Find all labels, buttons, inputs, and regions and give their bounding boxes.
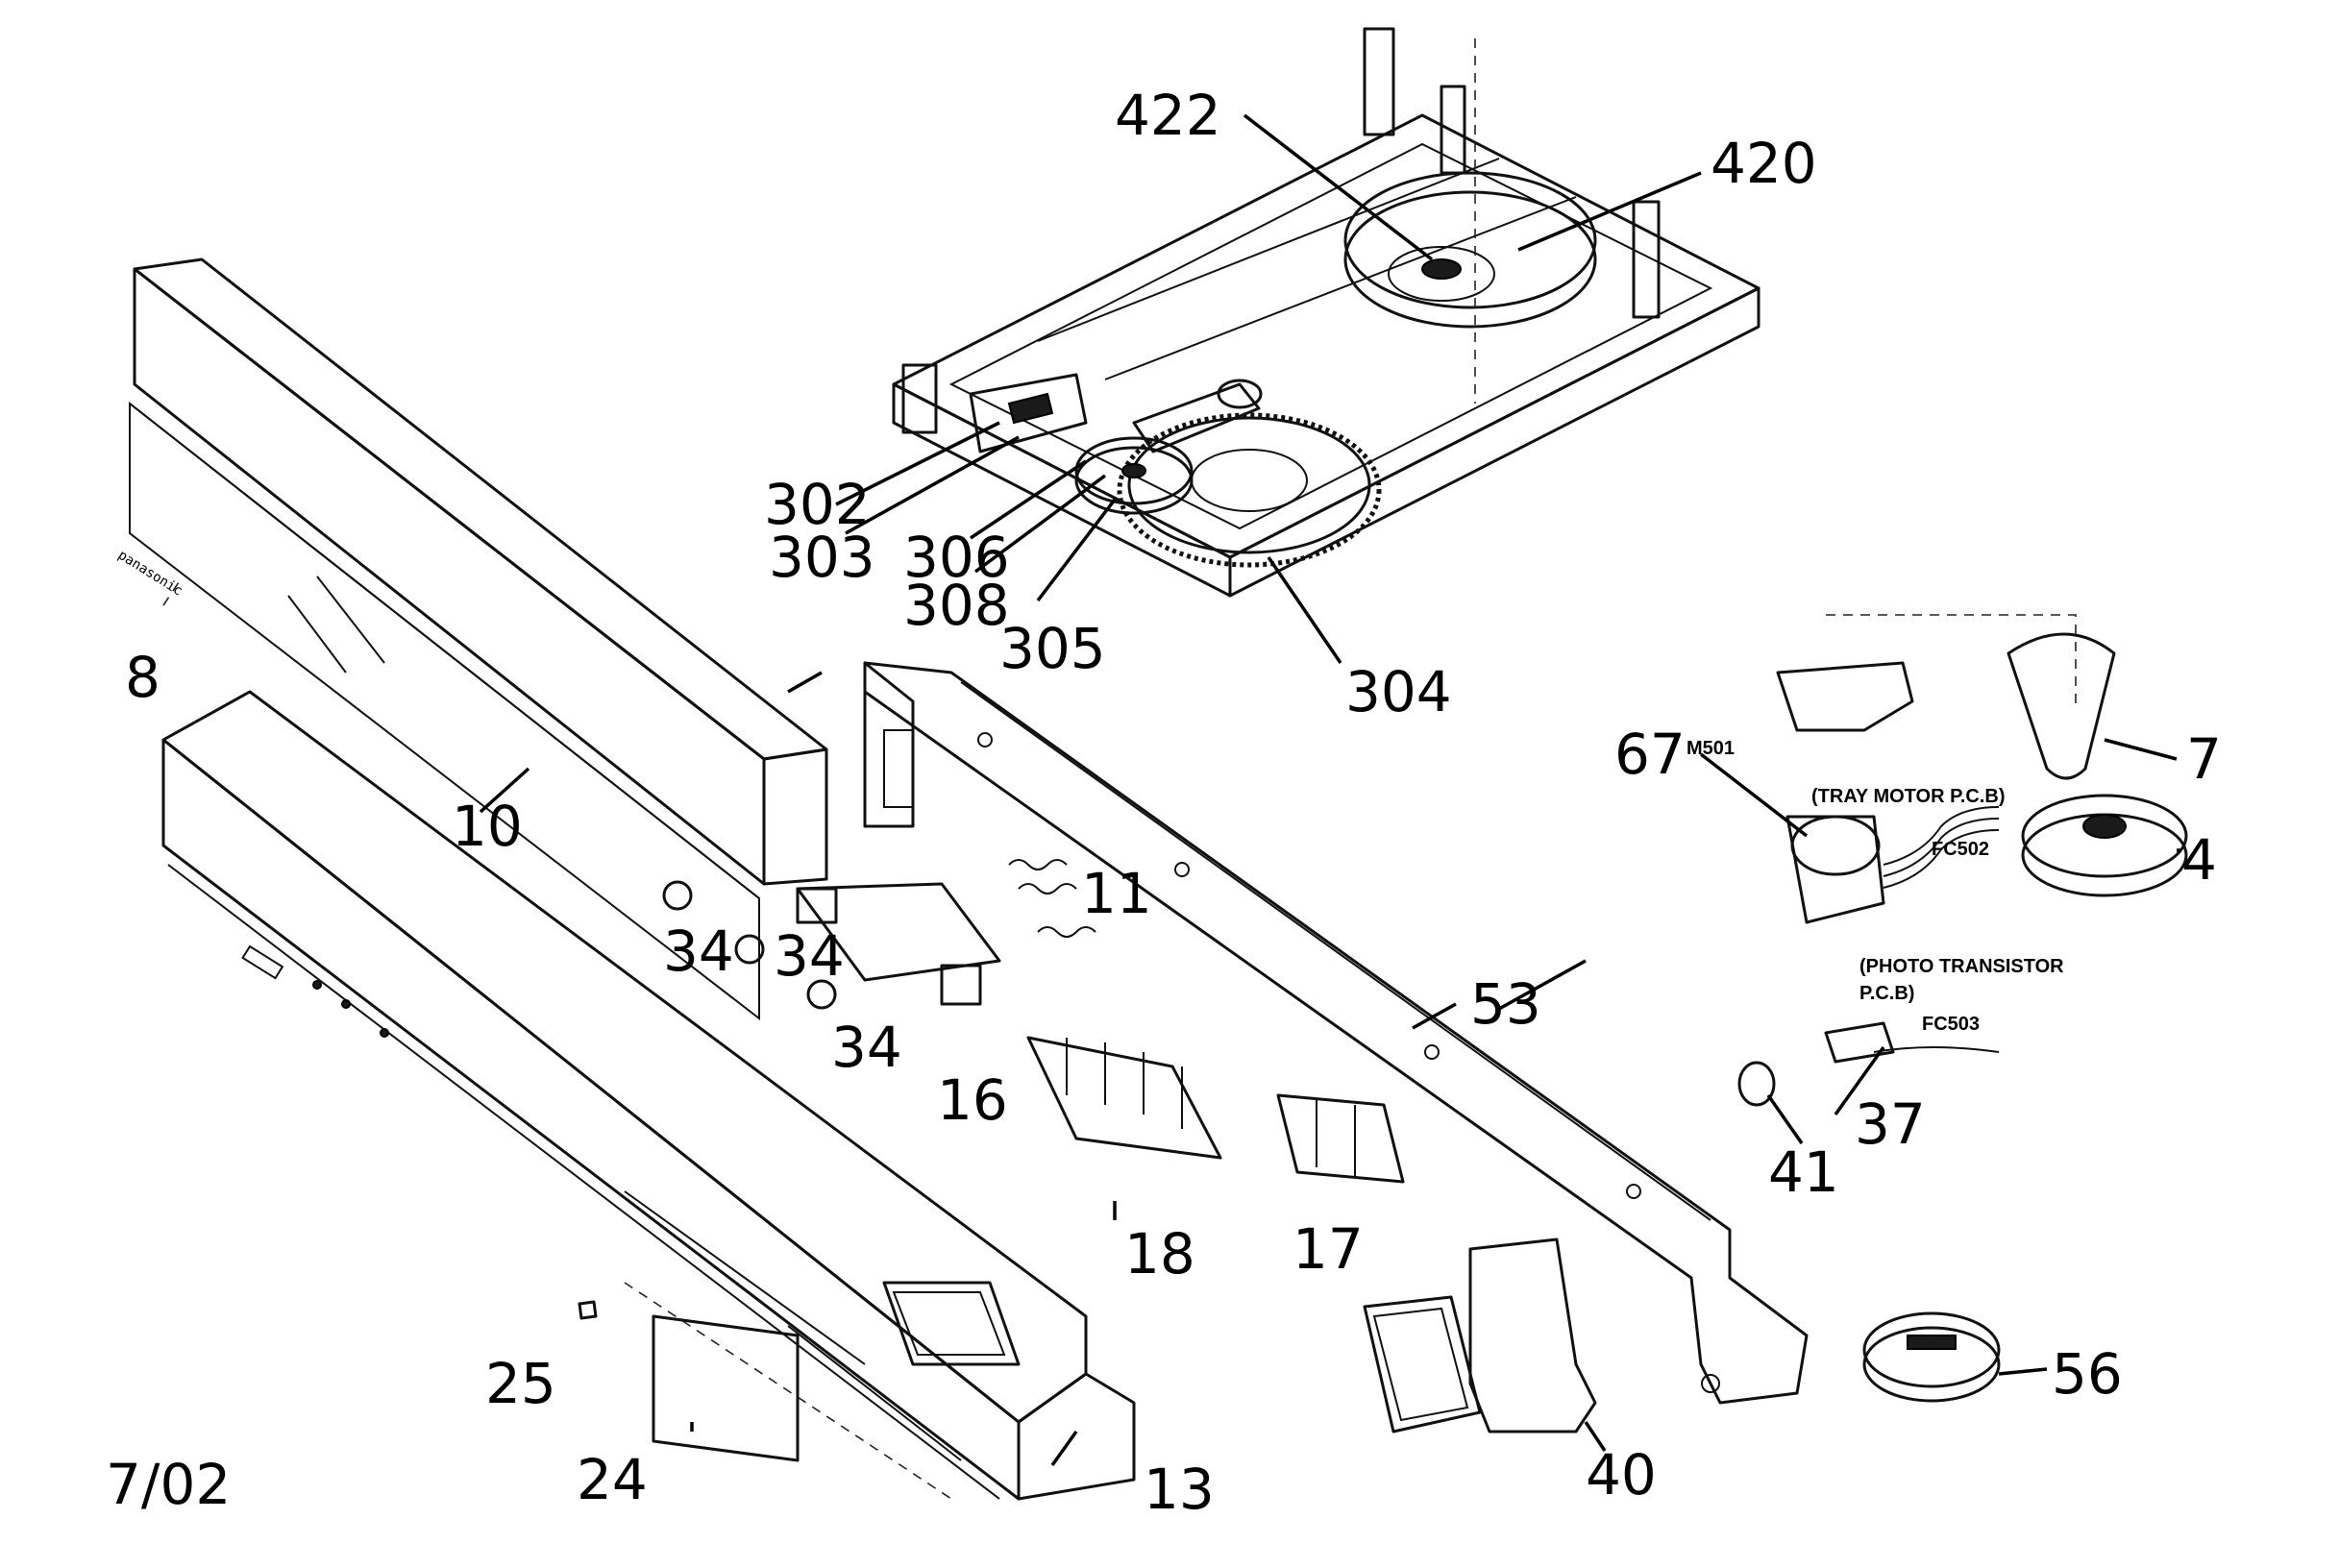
front-panel: [161, 690, 1136, 1501]
callout-4: 4: [2181, 827, 2217, 893]
callout-25: 25: [485, 1351, 556, 1416]
mechanism-chassis: [892, 27, 1760, 598]
note-fc502: FC502: [1932, 839, 1989, 860]
leader-lines: [162, 113, 2181, 1467]
callout-11: 11: [1081, 861, 1152, 926]
callout-67: 67: [1614, 722, 1686, 787]
callout-17: 17: [1293, 1216, 1364, 1282]
callout-10: 10: [452, 794, 523, 859]
date-code: 7/02: [106, 1452, 231, 1517]
callout-305: 305: [999, 616, 1106, 681]
tray-motor-assembly: [1737, 614, 2188, 1403]
callout-40: 40: [1586, 1442, 1657, 1507]
callout-7: 7: [2186, 726, 2222, 792]
note-tray-motor-pcb: (TRAY MOTOR P.C.B): [1811, 786, 2006, 807]
front-top-bar: [129, 257, 828, 1021]
callout-34-b: 34: [774, 923, 845, 989]
callout-53: 53: [1470, 971, 1541, 1037]
callout-41: 41: [1768, 1139, 1839, 1205]
callout-308: 308: [903, 573, 1010, 638]
switch-boards: [796, 882, 1405, 1184]
side-rail: [863, 661, 1809, 1405]
callout-labels: 422 420 302 303 306 308 305 304 panasoni…: [106, 83, 2222, 1522]
callout-34-c: 34: [831, 1015, 902, 1080]
callout-8: 8: [125, 645, 160, 710]
note-m501: M501: [1687, 738, 1735, 759]
callout-18: 18: [1124, 1221, 1195, 1286]
callout-306: 306: [903, 525, 1010, 590]
callout-13: 13: [1144, 1457, 1215, 1522]
callout-422: 422: [1115, 83, 1221, 148]
callout-302: 302: [764, 472, 871, 537]
note-fc503: FC503: [1922, 1014, 1980, 1035]
callout-420: 420: [1711, 131, 1817, 196]
door-and-window: [578, 1237, 1597, 1500]
callout-24: 24: [577, 1447, 648, 1512]
note-pcb: P.C.B): [1859, 983, 1914, 1004]
callout-34-a: 34: [663, 919, 734, 984]
callout-16: 16: [937, 1067, 1008, 1133]
springs-and-buttons: [662, 859, 1096, 1010]
callout-304: 304: [1345, 659, 1452, 724]
callout-37: 37: [1855, 1091, 1926, 1157]
brand-mark: panasonic: [115, 548, 185, 600]
callout-56: 56: [2052, 1341, 2123, 1407]
callout-303: 303: [769, 525, 875, 590]
note-photo-transistor: (PHOTO TRANSISTOR: [1859, 956, 2064, 977]
